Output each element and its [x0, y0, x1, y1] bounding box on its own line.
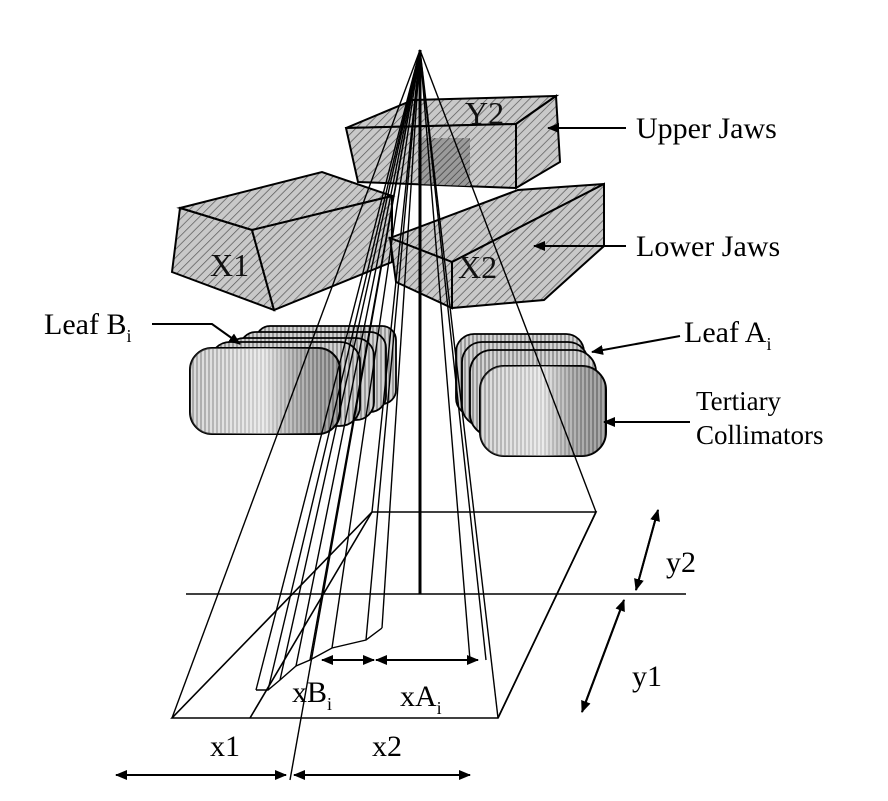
jaw-x2-label: X2	[458, 249, 497, 285]
leaf-a-subscript: i	[766, 334, 771, 354]
leaf-b-main: Leaf B	[44, 308, 126, 341]
leaf-b-label: Leaf Bi	[44, 308, 131, 346]
dim-xb-label: xBi	[292, 676, 332, 714]
lower-jaw-x1: X1	[170, 170, 396, 312]
dim-xa-label: xAi	[400, 680, 442, 718]
leaf-staircase	[256, 627, 383, 691]
upper-jaws-label: Upper Jaws	[636, 112, 777, 145]
beam-rays	[171, 49, 597, 781]
field-outline	[170, 511, 686, 719]
leaf-bank-a	[455, 333, 607, 457]
dim-y1-label: y1	[632, 660, 662, 693]
lower-jaw-x2: X2	[387, 182, 605, 310]
tertiary-label-line2: Collimators	[696, 420, 824, 450]
dim-x1-label: x1	[210, 730, 240, 763]
leaf-a-main: Leaf A	[684, 316, 767, 349]
tertiary-label-line1: Tertiary	[696, 386, 782, 416]
dim-xa-main: xA	[400, 680, 437, 713]
dimension-arrows	[115, 509, 660, 780]
jaw-x1-label: X1	[210, 247, 249, 283]
leaf-bank-b	[189, 325, 397, 435]
leaf-b-subscript: i	[126, 326, 131, 346]
jaw-y2-label: Y2	[465, 95, 504, 131]
leaf-a-label: Leaf Ai	[684, 316, 771, 354]
upper-jaw-y2: Y2	[344, 94, 562, 190]
dim-x2-label: x2	[372, 730, 402, 763]
dim-xa-subscript: i	[437, 698, 442, 718]
dim-xb-main: xB	[292, 676, 327, 709]
callout-arrows	[152, 123, 690, 427]
dim-xb-subscript: i	[327, 694, 332, 714]
dim-y2-label: y2	[666, 546, 696, 579]
lower-jaws-label: Lower Jaws	[636, 230, 780, 263]
